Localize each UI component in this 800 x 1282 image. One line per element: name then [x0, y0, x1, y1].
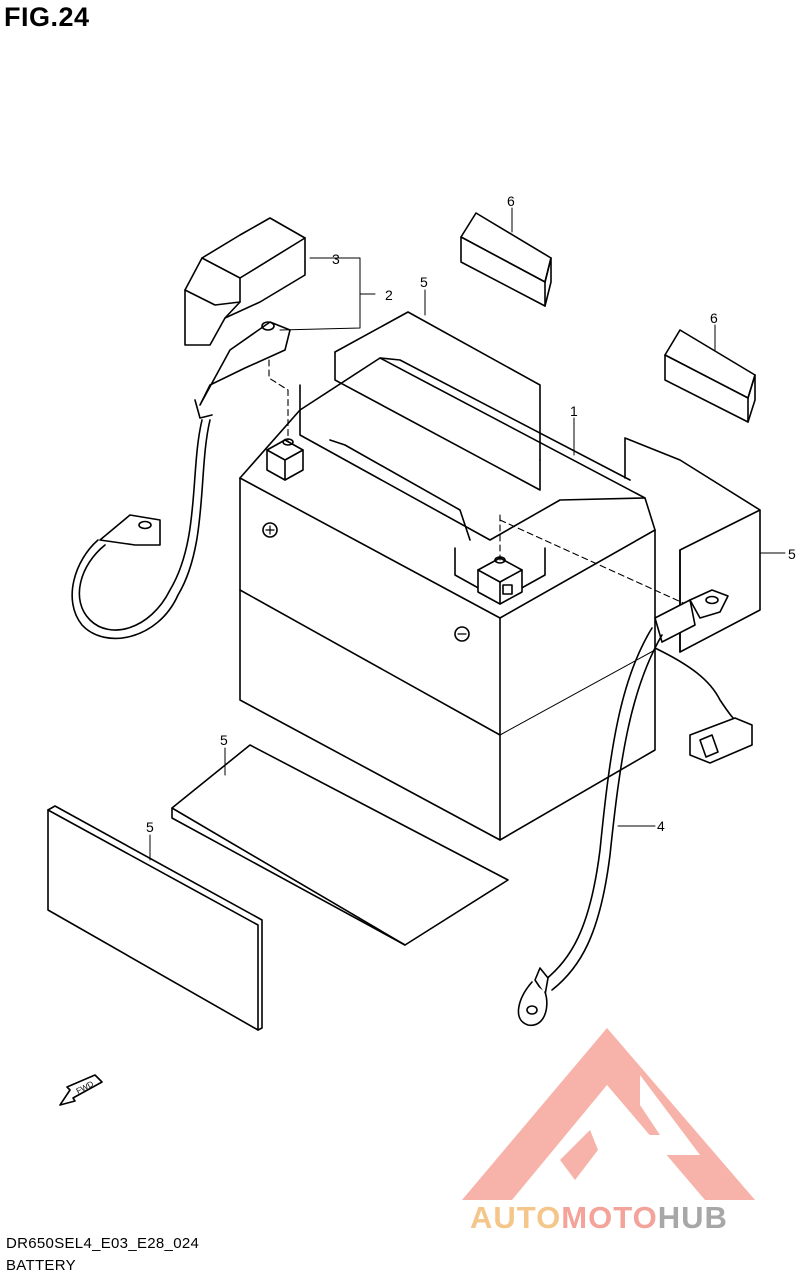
battery-body: [239, 357, 656, 841]
callout-numbers: 1 2 3 4 5 5 5 5 6 6: [146, 193, 796, 835]
callout-6-right: 6: [710, 310, 718, 326]
callout-5-right: 5: [788, 546, 796, 562]
part-5-pad-rear: [334, 311, 541, 491]
callout-6-top: 6: [507, 193, 515, 209]
part-5-pad-side: [624, 437, 761, 653]
callout-2: 2: [385, 287, 393, 303]
part-6-pad-right: [664, 329, 756, 423]
fwd-arrow-icon: FWD: [59, 1074, 103, 1106]
part-4-negative-cable: [499, 514, 753, 1026]
battery-terminals: [266, 438, 523, 605]
callout-1: 1: [570, 403, 578, 419]
watermark-logo: [462, 1028, 755, 1200]
part-5-pad-bottom: [171, 744, 509, 946]
part-3-terminal-cover: [184, 217, 306, 346]
footer-diagram-name: BATTERY: [6, 1257, 76, 1274]
callout-5-mid: 5: [220, 732, 228, 748]
part-5-pad-front: [47, 805, 263, 1031]
callout-3: 3: [332, 251, 340, 267]
fig-title: FIG.24: [4, 2, 90, 32]
callout-5-left: 5: [146, 819, 154, 835]
part-2-positive-cable: [71, 321, 291, 640]
footer-diagram-code: DR650SEL4_E03_E28_024: [6, 1235, 200, 1252]
part-6-pad-upper: [460, 212, 552, 307]
watermark-text: AUTOMOTOHUB: [470, 1200, 728, 1235]
callout-leaders: [149, 207, 786, 861]
callout-5-top: 5: [420, 274, 428, 290]
callout-4: 4: [657, 818, 665, 834]
